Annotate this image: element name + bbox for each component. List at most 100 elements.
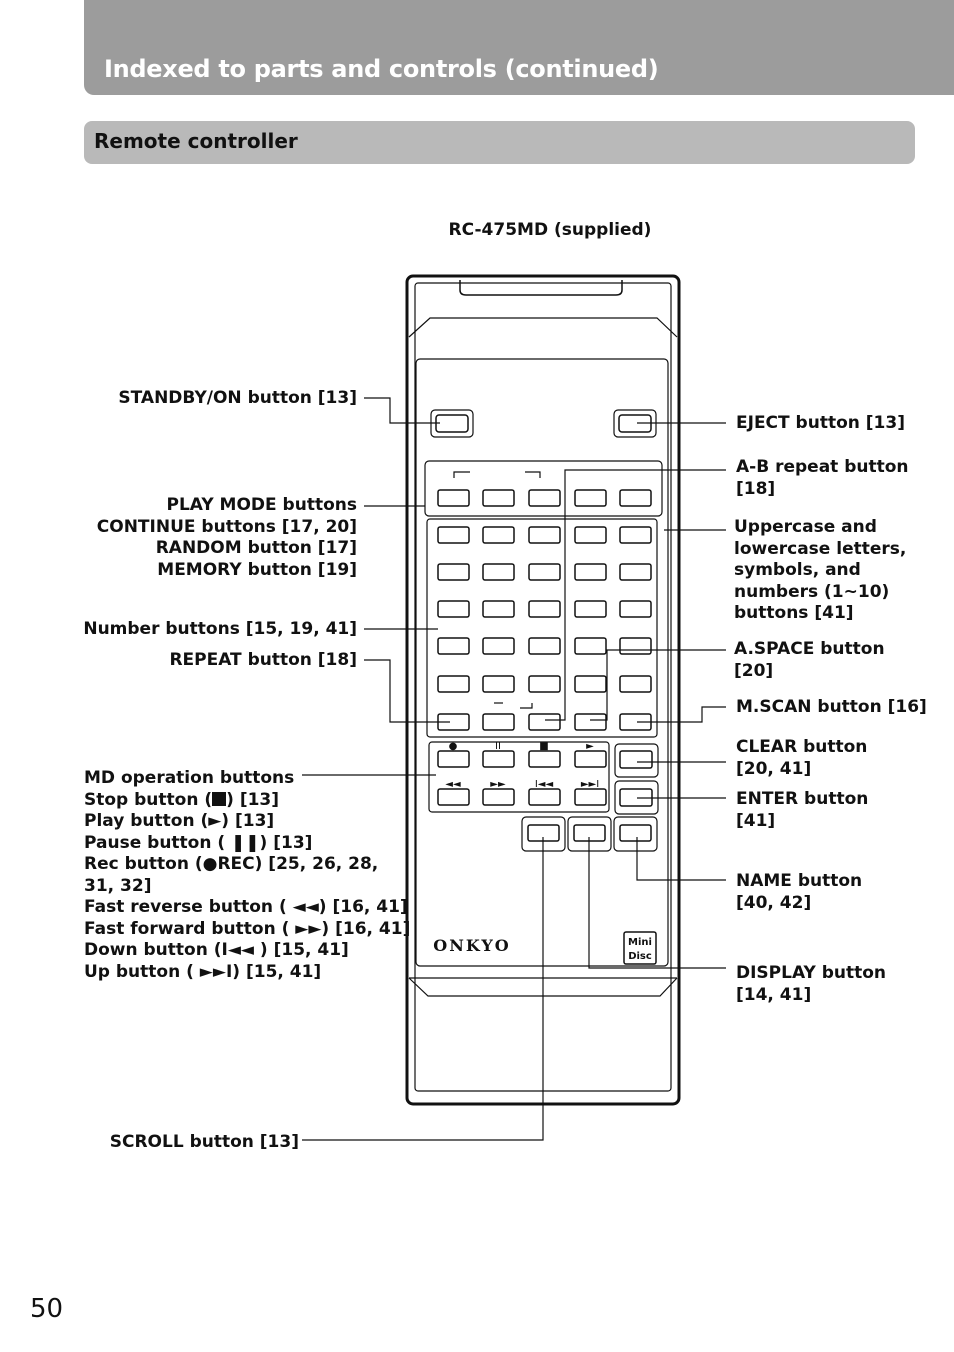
callout-aspace: A.SPACE button [20]: [734, 639, 885, 682]
callout-name: NAME button [40, 42]: [736, 871, 862, 914]
md-top-button-2[interactable]: [482, 750, 515, 768]
md-symbol-5: ◄◄: [445, 779, 461, 790]
stop-label-end: ) [13]: [226, 789, 280, 810]
ab-repeat-line-2: [18]: [736, 478, 776, 499]
remote-button-r7-c4[interactable]: [574, 713, 607, 731]
brand-logo: ONKYO: [433, 936, 510, 955]
remote-button-r1-c2[interactable]: [482, 489, 515, 507]
remote-button-r2-c5[interactable]: [619, 526, 652, 544]
callout-fast-reverse: Fast reverse button ( ◄◄) [16, 41]: [84, 897, 408, 917]
remote-button-r4-c1[interactable]: [437, 600, 470, 618]
remote-button-r3-c3[interactable]: [528, 563, 561, 581]
callout-mscan: M.SCAN button [16]: [736, 697, 927, 717]
name-line-2: [40, 42]: [736, 892, 812, 913]
clear-button-frame: [614, 743, 659, 778]
remote-button-r6-c1[interactable]: [437, 675, 470, 693]
md-top-button-4[interactable]: [574, 750, 607, 768]
md-bottom-button-2[interactable]: [482, 788, 515, 806]
callout-down: Down button (I◄◄ ) [15, 41]: [84, 940, 349, 960]
remote-button-r2-c3[interactable]: [528, 526, 561, 544]
remote-button-r1-c1[interactable]: [437, 489, 470, 507]
remote-button-r3-c1[interactable]: [437, 563, 470, 581]
remote-button-r6-c4[interactable]: [574, 675, 607, 693]
svg-text:Disc: Disc: [628, 951, 652, 962]
enter-line-2: [41]: [736, 810, 776, 831]
callout-standby: STANDBY/ON button [13]: [118, 388, 357, 408]
remote-button-r3-c2[interactable]: [482, 563, 515, 581]
remote-button-r1-c5[interactable]: [619, 489, 652, 507]
callout-md-operation: MD operation buttons Stop button () [13]…: [84, 768, 410, 983]
remote-button-r3-c4[interactable]: [574, 563, 607, 581]
remote-button-r2-c1[interactable]: [437, 526, 470, 544]
callout-up: Up button ( ►►I) [15, 41]: [84, 961, 322, 982]
page-number: 50: [30, 1294, 64, 1324]
callout-play-mode-title: PLAY MODE buttons: [166, 495, 358, 515]
md-symbol-8: ►►I: [581, 779, 599, 790]
callout-random: RANDOM button [17]: [155, 538, 357, 558]
md-top-button-1[interactable]: [437, 750, 470, 768]
model-label: RC-475MD (supplied): [448, 220, 652, 240]
remote-button-r4-c4[interactable]: [574, 600, 607, 618]
page-title: Indexed to parts and controls (continued…: [104, 55, 659, 83]
callout-stop: Stop button () [13]: [84, 790, 410, 812]
remote-button-r5-c3[interactable]: [528, 637, 561, 655]
name-button-frame: [613, 816, 658, 852]
callout-pause: Pause button ( ❚❚) [13]: [84, 832, 313, 853]
display-line-2: [14, 41]: [736, 984, 812, 1005]
md-symbol-7: I◄◄: [535, 779, 554, 790]
clear-line-1: CLEAR button: [736, 737, 868, 757]
md-bottom-button-4[interactable]: [574, 788, 607, 806]
md-bottom-button-3[interactable]: [528, 788, 561, 806]
remote-button-r5-c4[interactable]: [574, 637, 607, 655]
callout-repeat: REPEAT button [18]: [169, 650, 357, 670]
md-symbol-6: ►►: [490, 779, 506, 790]
svg-text:Mini: Mini: [628, 937, 652, 948]
callout-rec-cont: 31, 32]: [84, 875, 152, 896]
md-symbol-1: ●: [449, 741, 458, 752]
callout-display: DISPLAY button [14, 41]: [736, 963, 886, 1006]
remote-button-r2-c4[interactable]: [574, 526, 607, 544]
md-symbol-2: II: [495, 741, 501, 752]
remote-button-r6-c3[interactable]: [528, 675, 561, 693]
callout-scroll: SCROLL button [13]: [109, 1132, 299, 1152]
letters-line-2: lowercase letters,: [734, 538, 907, 559]
remote-button-r2-c2[interactable]: [482, 526, 515, 544]
leader-lines: [302, 397, 726, 1141]
md-symbols: ● II ■ ► ◄◄ ►► I◄◄ ►►I: [445, 741, 599, 790]
clear-button[interactable]: [619, 750, 653, 769]
callout-memory: MEMORY button [19]: [157, 559, 357, 580]
name-line-1: NAME button: [736, 871, 863, 891]
callout-enter: ENTER button [41]: [736, 789, 868, 832]
md-top-button-3[interactable]: [528, 750, 561, 768]
remote-button-r5-c1[interactable]: [437, 637, 470, 655]
remote-button-r7-c2[interactable]: [482, 713, 515, 731]
remote-button-r5-c5[interactable]: [619, 637, 652, 655]
stop-icon: [212, 791, 227, 806]
md-symbol-3: ■: [539, 741, 548, 752]
callout-number: Number buttons [15, 19, 41]: [83, 619, 357, 639]
remote-button-r7-c3[interactable]: [528, 713, 561, 731]
letters-line-1: Uppercase and: [734, 517, 877, 537]
callout-fast-forward: Fast forward button ( ►►) [16, 41]: [84, 918, 411, 939]
callout-eject: EJECT button [13]: [736, 413, 905, 433]
remote-button-r6-c2[interactable]: [482, 675, 515, 693]
remote-button-r5-c2[interactable]: [482, 637, 515, 655]
section-bar: Remote controller: [84, 121, 915, 164]
display-line-1: DISPLAY button: [736, 963, 887, 983]
md-symbol-4: ►: [586, 741, 594, 752]
remote-button-r4-c3[interactable]: [528, 600, 561, 618]
remote-button-r4-c2[interactable]: [482, 600, 515, 618]
letters-line-4: numbers (1~10): [734, 581, 890, 602]
remote-button-r3-c5[interactable]: [619, 563, 652, 581]
remote-button-r6-c5[interactable]: [619, 675, 652, 693]
name-button[interactable]: [619, 824, 652, 842]
remote-button-r4-c5[interactable]: [619, 600, 652, 618]
md-bottom-button-1[interactable]: [437, 788, 470, 806]
remote-button-r1-c3[interactable]: [528, 489, 561, 507]
letters-line-3: symbols, and: [734, 560, 861, 580]
remote-button-r1-c4[interactable]: [574, 489, 607, 507]
minidisc-logo: Mini Disc: [623, 931, 657, 965]
callout-play: Play button (►) [13]: [84, 811, 275, 831]
callout-ab-repeat: A-B repeat button [18]: [736, 457, 909, 500]
